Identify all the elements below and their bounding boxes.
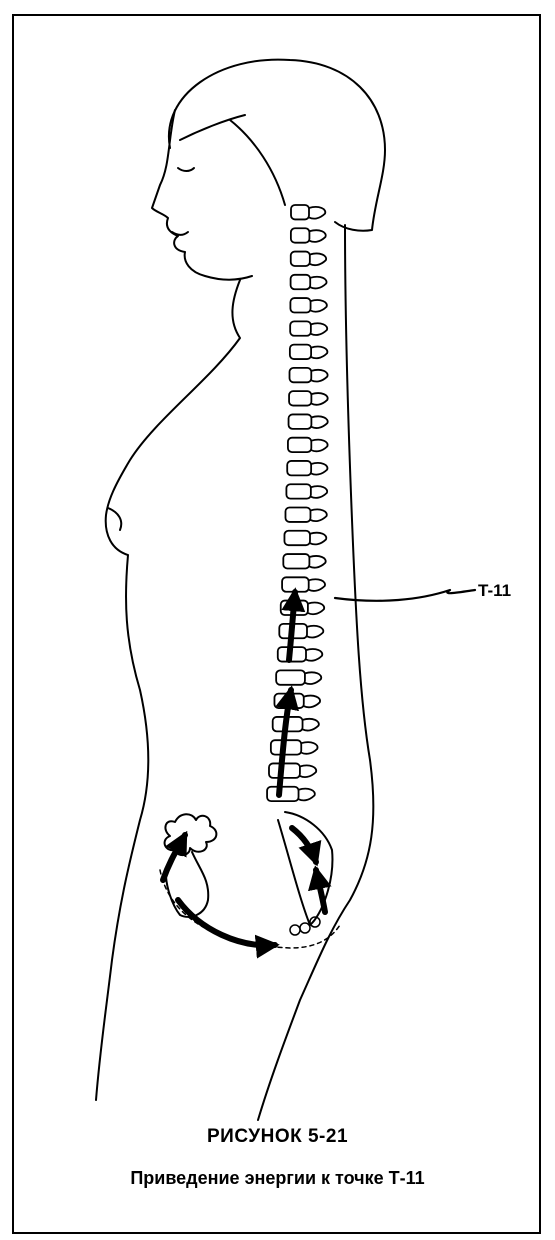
spinous-process [310, 509, 326, 521]
vertebra [285, 508, 310, 522]
arrow-sacrum-down [292, 828, 316, 862]
vertebra [276, 670, 305, 684]
vertebra [283, 554, 309, 568]
hair-strand [230, 120, 285, 205]
spinous-process [310, 533, 326, 545]
arrow-spine-upper [289, 592, 295, 660]
vertebra [290, 321, 311, 335]
vertebra [291, 252, 310, 266]
spinous-process [299, 789, 315, 801]
torso-front [96, 280, 240, 1100]
arrow-perineum [178, 900, 275, 945]
spinous-process [311, 463, 327, 475]
spinous-process [308, 603, 324, 615]
spinous-process [310, 254, 326, 266]
vertebra [289, 414, 312, 428]
spinous-process [309, 230, 325, 242]
spinous-process [311, 300, 327, 312]
t11-point-label: T-11 [478, 581, 511, 601]
vertebra [290, 368, 312, 382]
spinous-process [300, 765, 316, 777]
vertebra [287, 461, 311, 475]
vertebra [291, 205, 309, 219]
spinous-process [305, 672, 321, 684]
spine [267, 205, 328, 801]
arrow-spine-lower [279, 690, 291, 795]
hair-outline [169, 60, 385, 231]
spinous-process [311, 393, 327, 405]
spinous-process [301, 742, 317, 754]
vertebra [288, 438, 311, 452]
vertebra [291, 228, 310, 242]
vertebra [267, 787, 298, 801]
breast-outline [108, 508, 121, 530]
spinous-process [303, 719, 319, 731]
arrow-sacrum-up [316, 870, 325, 912]
spinous-process [306, 649, 322, 661]
spinous-process [304, 696, 320, 708]
spinous-process [311, 347, 327, 359]
spinous-process [311, 486, 327, 498]
spinous-process [307, 626, 323, 638]
closed-eye [178, 168, 194, 171]
face-profile [152, 110, 252, 280]
spinous-process [311, 323, 327, 335]
vertebra [291, 275, 311, 289]
spinous-process [310, 277, 326, 289]
organ-outline [165, 814, 217, 855]
vertebra [290, 298, 310, 312]
spinous-process [309, 207, 325, 219]
spinous-process [309, 579, 325, 591]
vertebra [290, 345, 311, 359]
vertebra [286, 484, 310, 498]
spinous-process [311, 370, 327, 382]
arrow-front-up [163, 835, 185, 880]
figure-caption: Приведение энергии к точке Т-11 [0, 1168, 555, 1189]
hair-strand [180, 115, 245, 140]
vertebra [289, 391, 311, 405]
spinous-process [311, 440, 327, 452]
vertebra [284, 531, 310, 545]
spinous-process [309, 556, 325, 568]
spinous-process [311, 416, 327, 428]
figure-number: РИСУНОК 5-21 [0, 1126, 555, 1148]
